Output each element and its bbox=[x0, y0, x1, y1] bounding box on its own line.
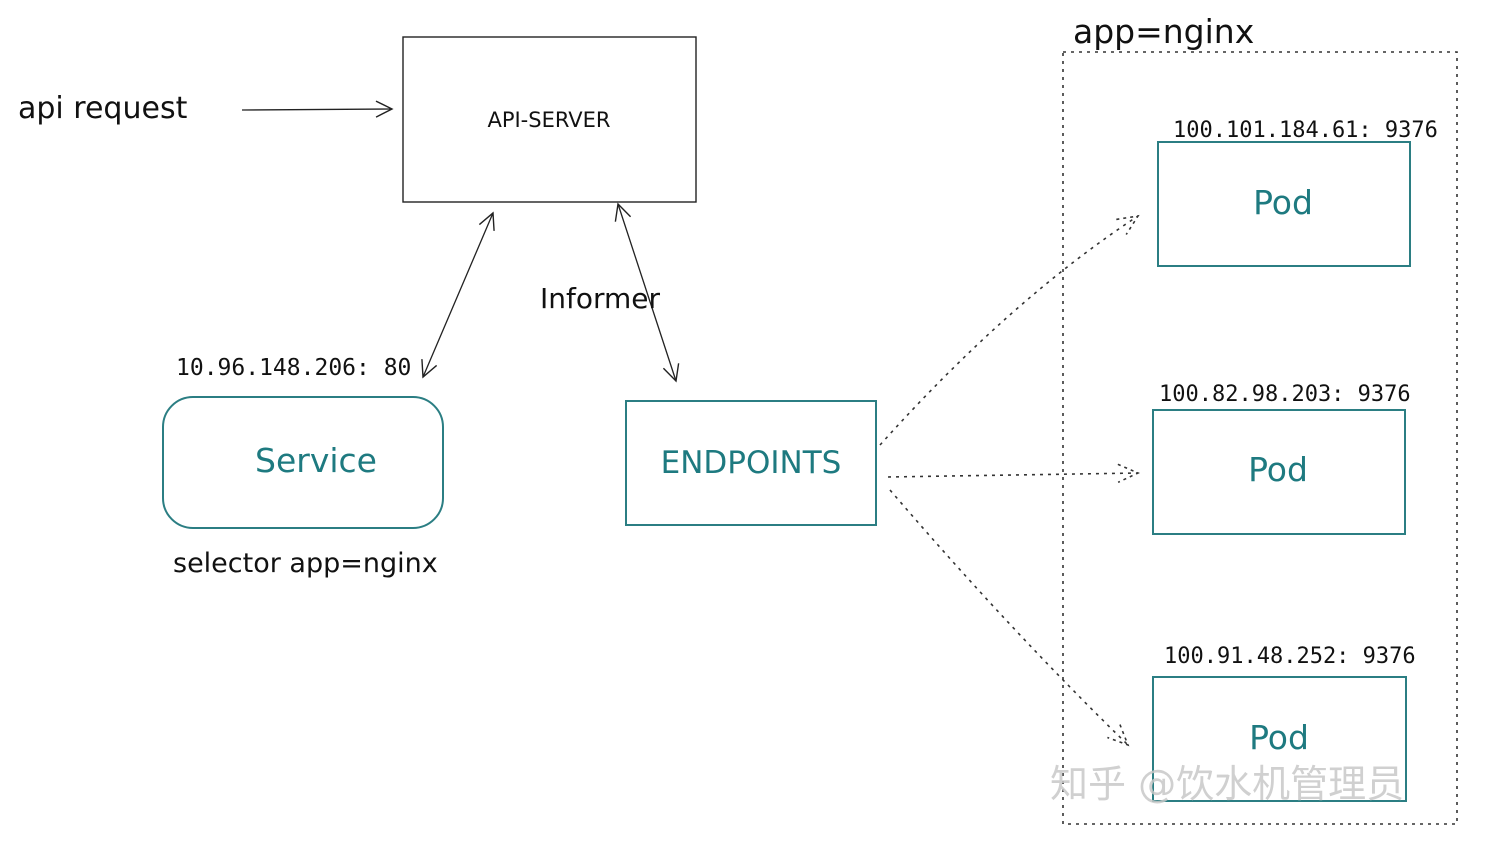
pod-1-label: Pod bbox=[1253, 183, 1313, 222]
pod-2-box: Pod bbox=[1152, 409, 1406, 535]
api-request-arrow bbox=[241, 100, 394, 118]
endpoint-arrow-pod-3 bbox=[889, 489, 1128, 745]
pod-group-label: app=nginx bbox=[1073, 12, 1254, 51]
pod-2-address: 100.82.98.203: 9376 bbox=[1159, 382, 1411, 407]
endpoints-box: ENDPOINTS bbox=[625, 400, 877, 526]
service-sync-arrow bbox=[421, 211, 495, 379]
service-address: 10.96.148.206: 80 bbox=[176, 355, 411, 381]
pod-2-label: Pod bbox=[1248, 450, 1308, 489]
api-request-label: api request bbox=[18, 91, 188, 126]
api-server-label: API-SERVER bbox=[487, 108, 610, 132]
pod-group-boundary bbox=[1062, 51, 1458, 825]
api-server-box: API-SERVER bbox=[402, 36, 697, 203]
endpoints-label: ENDPOINTS bbox=[661, 445, 842, 481]
pod-3-box: Pod bbox=[1152, 676, 1407, 802]
watermark: 知乎 @饮水机管理员 bbox=[1050, 762, 1404, 806]
service-box: Service bbox=[162, 396, 444, 529]
service-selector: selector app=nginx bbox=[173, 548, 438, 579]
endpoint-arrow-pod-1 bbox=[879, 216, 1138, 446]
pod-1-box: Pod bbox=[1157, 141, 1411, 267]
service-label: Service bbox=[255, 441, 377, 480]
informer-arrow bbox=[614, 202, 680, 383]
pod-3-address: 100.91.48.252: 9376 bbox=[1164, 644, 1416, 669]
pod-1-address: 100.101.184.61: 9376 bbox=[1173, 118, 1438, 143]
pod-3-label: Pod bbox=[1249, 718, 1309, 757]
informer-label: Informer bbox=[540, 282, 661, 315]
endpoint-arrow-pod-2 bbox=[887, 473, 1138, 477]
